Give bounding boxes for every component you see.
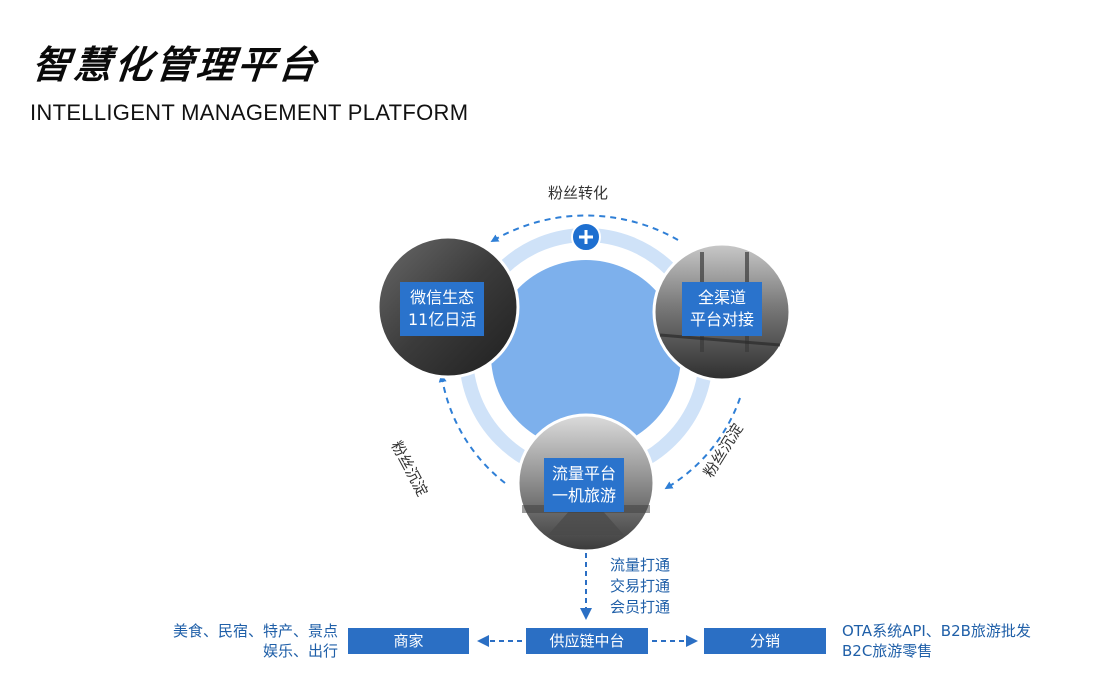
distribution-description: OTA系统API、B2B旅游批发 B2C旅游零售 (842, 622, 1031, 660)
distribution-box: 分销 (704, 628, 826, 654)
node-wechat-label: 微信生态 11亿日活 (400, 282, 485, 336)
arc-label-top: 粉丝转化 (548, 184, 609, 202)
merchant-box: 商家 (348, 628, 469, 654)
flow-item: 交易打通 (610, 577, 671, 595)
center-disk (491, 260, 681, 450)
flow-item: 流量打通 (610, 556, 671, 574)
arc-right (664, 397, 741, 490)
plus-icon (571, 222, 601, 252)
node-channels-label: 全渠道 平台对接 (682, 282, 763, 336)
arc-left (438, 374, 506, 484)
supply-chain-box: 供应链中台 (526, 628, 648, 654)
arc-top (490, 214, 679, 242)
flow-list: 流量打通 交易打通 会员打通 (610, 555, 670, 618)
node-traffic-label: 流量平台 一机旅游 (544, 458, 625, 512)
merchant-description: 美食、民宿、特产、景点 娱乐、出行 (172, 622, 338, 660)
page-subtitle: INTELLIGENT MANAGEMENT PLATFORM (30, 100, 469, 125)
flow-item: 会员打通 (610, 598, 671, 616)
